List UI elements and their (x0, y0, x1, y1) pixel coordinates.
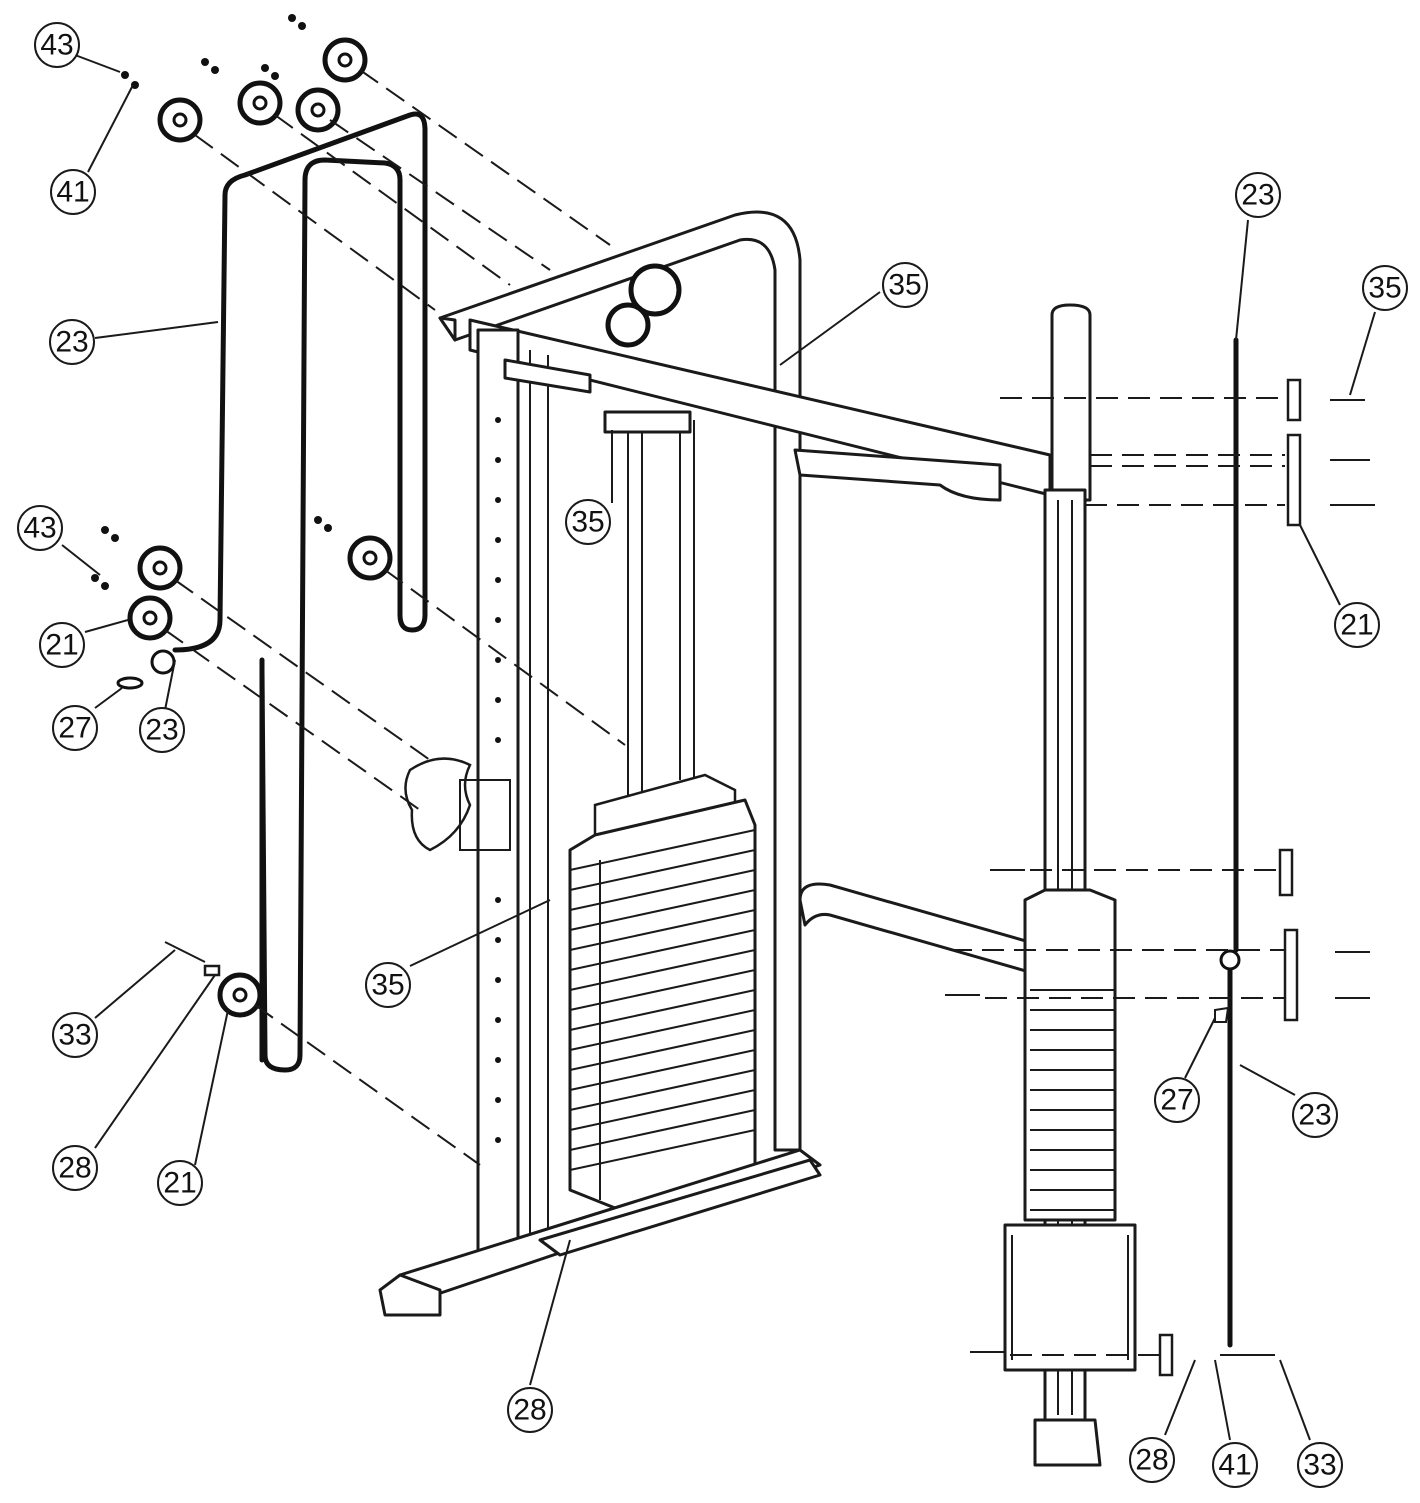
cable-routing (172, 111, 428, 1073)
callout-27-right: 27 (1154, 1077, 1200, 1123)
callout-43-middle: 43 (17, 505, 63, 551)
callout-label: 35 (1368, 272, 1401, 305)
weight-stack (568, 798, 757, 1212)
callout-label: 43 (23, 512, 56, 545)
callout-23-right-top: 23 (1235, 172, 1281, 218)
leader-lines (61, 54, 1376, 1441)
callout-33-right: 33 (1297, 1442, 1343, 1488)
callout-label: 28 (513, 1394, 546, 1427)
side-frame (945, 303, 1375, 1467)
callout-label: 27 (1160, 1084, 1193, 1117)
main-frame (378, 210, 1052, 1317)
callout-41-top: 41 (50, 169, 96, 215)
callout-23-left-lower: 23 (139, 707, 185, 753)
callout-label: 28 (1135, 1444, 1168, 1477)
hardware (91, 14, 332, 977)
callout-23-right-lower: 23 (1292, 1092, 1338, 1138)
upright-holes (495, 417, 501, 1143)
callout-27-left: 27 (52, 705, 98, 751)
callout-label: 33 (58, 1019, 91, 1052)
callout-35-top: 35 (882, 262, 928, 308)
callout-label: 35 (571, 506, 604, 539)
callout-label: 41 (1218, 1449, 1251, 1482)
callout-41-right: 41 (1212, 1442, 1258, 1488)
callout-35-right: 35 (1362, 265, 1408, 311)
callout-35-center: 35 (565, 499, 611, 545)
side-weight-stack (1030, 989, 1115, 1211)
callout-28-right: 28 (1129, 1437, 1175, 1483)
callout-label: 41 (56, 176, 89, 209)
callout-35-lower: 35 (365, 962, 411, 1008)
callout-label: 23 (1298, 1099, 1331, 1132)
callout-label: 35 (888, 269, 921, 302)
callout-label: 27 (58, 712, 91, 745)
callout-label: 43 (40, 29, 73, 62)
callout-label: 23 (145, 714, 178, 747)
callout-21-right: 21 (1334, 602, 1380, 648)
assembly-lines (164, 69, 626, 1166)
callout-label: 23 (1241, 179, 1274, 212)
callout-label: 33 (1303, 1449, 1336, 1482)
callout-21-bottom-left: 21 (157, 1160, 203, 1206)
callout-label: 28 (58, 1152, 91, 1185)
callout-28-bottom: 28 (507, 1387, 553, 1433)
pulleys (127, 37, 393, 1018)
callout-28-left: 28 (52, 1145, 98, 1191)
callout-label: 23 (55, 326, 88, 359)
callout-label: 21 (163, 1167, 196, 1200)
callout-33-left: 33 (52, 1012, 98, 1058)
callout-23-left-upper: 23 (49, 319, 95, 365)
callout-label: 21 (1340, 609, 1373, 642)
callout-label: 35 (371, 969, 404, 1002)
callout-label: 21 (45, 629, 78, 662)
callout-21-left: 21 (39, 622, 85, 668)
callout-43-top: 43 (34, 22, 80, 68)
